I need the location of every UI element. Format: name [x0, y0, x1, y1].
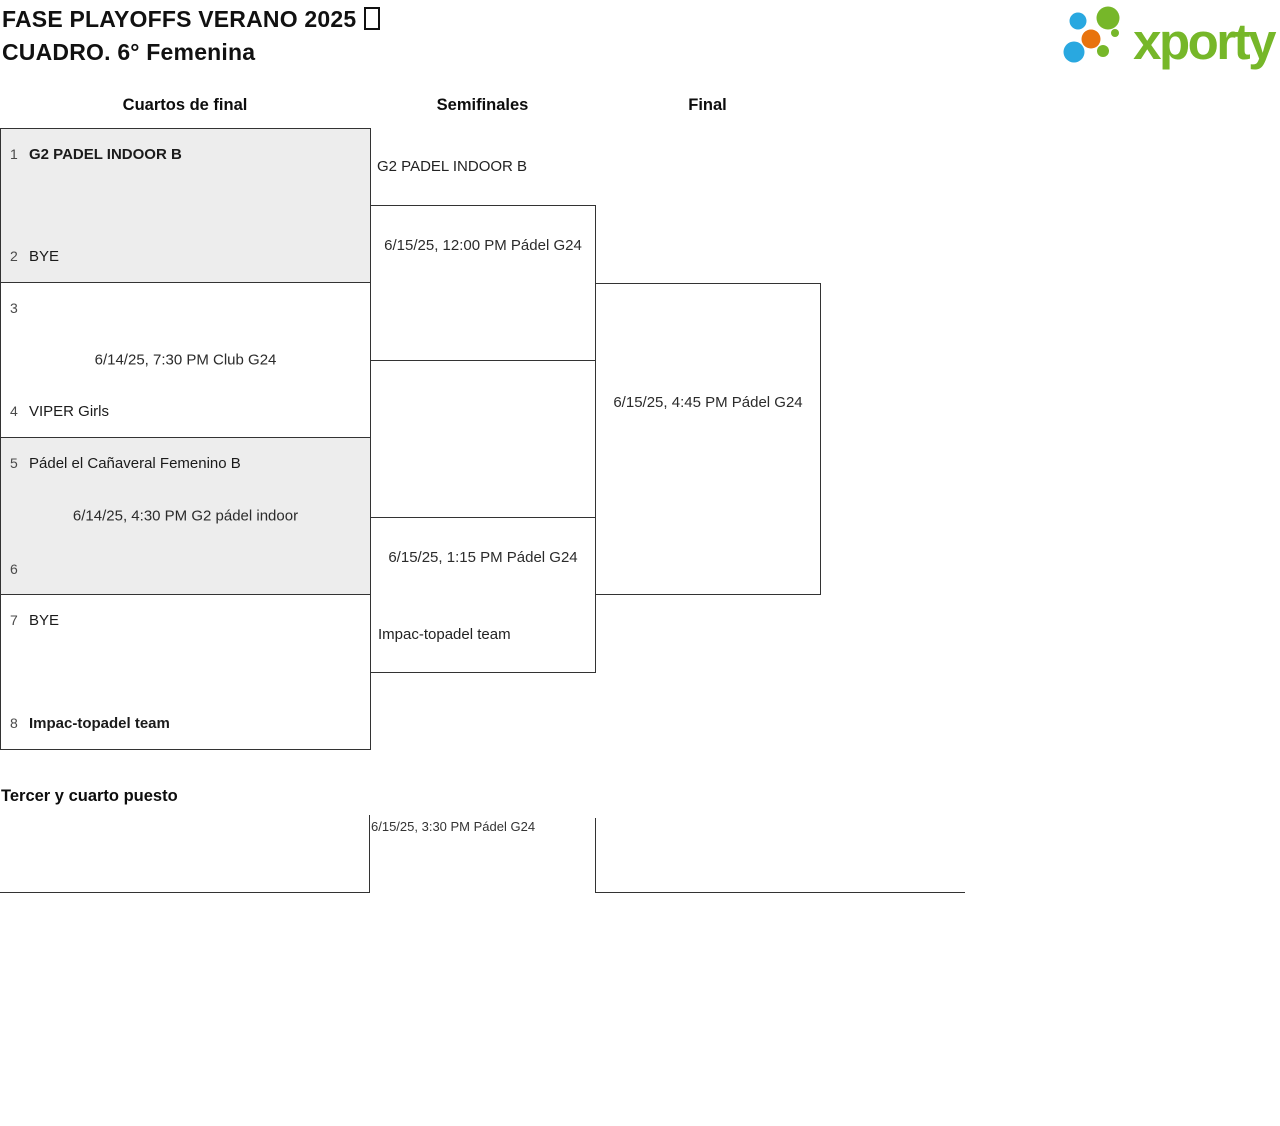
page-title: FASE PLAYOFFS VERANO 2025 CUADRO. 6° Fem…	[2, 3, 381, 69]
team-name: BYE	[29, 612, 60, 629]
match-box-qf4[interactable]: 7 BYE 8 Impac-topadel team	[0, 595, 371, 750]
xporty-logo-text: xporty	[1133, 13, 1276, 70]
bracket-slot-1: 1 G2 PADEL INDOOR B	[10, 146, 360, 163]
missing-emoji-glyph	[364, 7, 381, 30]
team-name: Impac-topadel team	[29, 715, 170, 732]
seed-number: 6	[10, 561, 18, 577]
match-info: 6/14/25, 4:30 PM G2 pádel indoor	[72, 507, 299, 525]
seed-number: 8	[10, 715, 18, 731]
match-box-sf2[interactable]: 6/15/25, 1:15 PM Pádel G24	[370, 517, 596, 673]
team-name: BYE	[29, 248, 60, 265]
seed-number: 7	[10, 612, 18, 628]
round-header-final: Final	[688, 96, 727, 114]
third-place-match-info: 6/15/25, 3:30 PM Pádel G24	[371, 819, 536, 834]
match-box-sf1[interactable]: 6/15/25, 12:00 PM Pádel G24	[370, 205, 596, 361]
xporty-logo-dots-icon	[1063, 6, 1120, 63]
bracket-slot-2: 2 BYE	[10, 248, 360, 265]
team-name: VIPER Girls	[29, 403, 110, 420]
match-info: 6/15/25, 4:45 PM Pádel G24	[613, 394, 803, 411]
seed-number: 2	[10, 248, 18, 264]
match-box-qf2[interactable]: 3 6/14/25, 7:30 PM Club G24 4 VIPER Girl…	[0, 283, 371, 438]
bracket-slot-4: 4 VIPER Girls	[10, 403, 360, 420]
match-info: 6/15/25, 1:15 PM Pádel G24	[388, 549, 578, 566]
xporty-logo[interactable]: xporty	[1057, 2, 1276, 72]
seed-number: 4	[10, 403, 18, 419]
round-header-semifinales: Semifinales	[436, 96, 529, 114]
round-header-cuartos: Cuartos de final	[122, 96, 248, 114]
match-box-qf3[interactable]: 5 Pádel el Cañaveral Femenino B 6/14/25,…	[0, 438, 371, 595]
sf2-participant-bottom: Impac-topadel team	[378, 626, 511, 643]
bracket-slot-7: 7 BYE	[10, 612, 360, 629]
bracket-slot-5: 5 Pádel el Cañaveral Femenino B	[10, 455, 360, 472]
match-box-final[interactable]: 6/15/25, 4:45 PM Pádel G24	[595, 283, 821, 595]
page-title-line2: CUADRO. 6° Femenina	[2, 39, 256, 65]
seed-number: 3	[10, 300, 18, 316]
third-place-right-bracket-line	[595, 818, 965, 893]
seed-number: 5	[10, 455, 18, 471]
match-info: 6/15/25, 12:00 PM Pádel G24	[384, 237, 582, 254]
page-title-line1: FASE PLAYOFFS VERANO 2025	[2, 3, 381, 36]
third-place-left-bracket-line	[0, 815, 370, 893]
third-place-heading: Tercer y cuarto puesto	[1, 787, 178, 805]
team-name: G2 PADEL INDOOR B	[29, 146, 182, 163]
match-box-qf1[interactable]: 1 G2 PADEL INDOOR B 2 BYE	[0, 128, 371, 283]
bracket-slot-3: 3	[10, 300, 360, 316]
bracket-slot-8: 8 Impac-topadel team	[10, 715, 360, 732]
bracket-slot-6: 6	[10, 561, 360, 577]
sf1-participant-top: G2 PADEL INDOOR B	[377, 158, 528, 175]
match-info: 6/14/25, 7:30 PM Club G24	[94, 351, 277, 369]
title-text-line1: FASE PLAYOFFS VERANO 2025	[2, 6, 357, 32]
team-name: Pádel el Cañaveral Femenino B	[29, 455, 241, 472]
seed-number: 1	[10, 146, 18, 162]
